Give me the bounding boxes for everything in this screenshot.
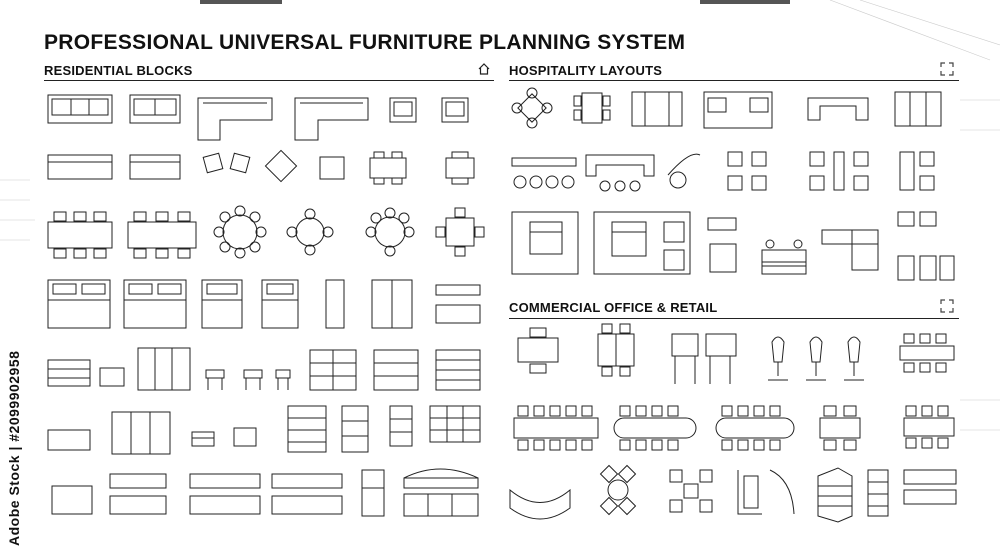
retail-row: [509, 464, 957, 523]
lounge-row: [47, 149, 475, 185]
conference-row: [513, 405, 955, 451]
home-icon: [477, 62, 491, 76]
top-accent-bar: [200, 0, 282, 4]
dining-row: [47, 205, 485, 259]
page-title: PROFESSIONAL UNIVERSAL FURNITURE PLANNIN…: [44, 31, 686, 54]
section-divider: [44, 80, 494, 81]
storage-row: [47, 347, 481, 391]
section-title-commercial: COMMERCIAL OFFICE & RETAIL: [509, 300, 718, 315]
section-divider: [509, 318, 959, 319]
hotel-rooms: [511, 211, 955, 281]
kitchen-row: [51, 468, 479, 517]
expand-icon: [940, 62, 954, 76]
section-title-hospitality: HOSPITALITY LAYOUTS: [509, 63, 663, 78]
office-desk-row: [47, 405, 481, 455]
hospitality-dining: [511, 87, 942, 129]
section-title-residential: RESIDENTIAL BLOCKS: [44, 63, 193, 78]
hospitality-bar: [511, 151, 935, 192]
bed-row: [47, 279, 481, 329]
office-row-1: [517, 323, 955, 384]
top-accent-bar: [700, 0, 790, 4]
expand-icon: [940, 299, 954, 313]
section-divider: [509, 80, 959, 81]
sofa-row: [47, 94, 469, 141]
